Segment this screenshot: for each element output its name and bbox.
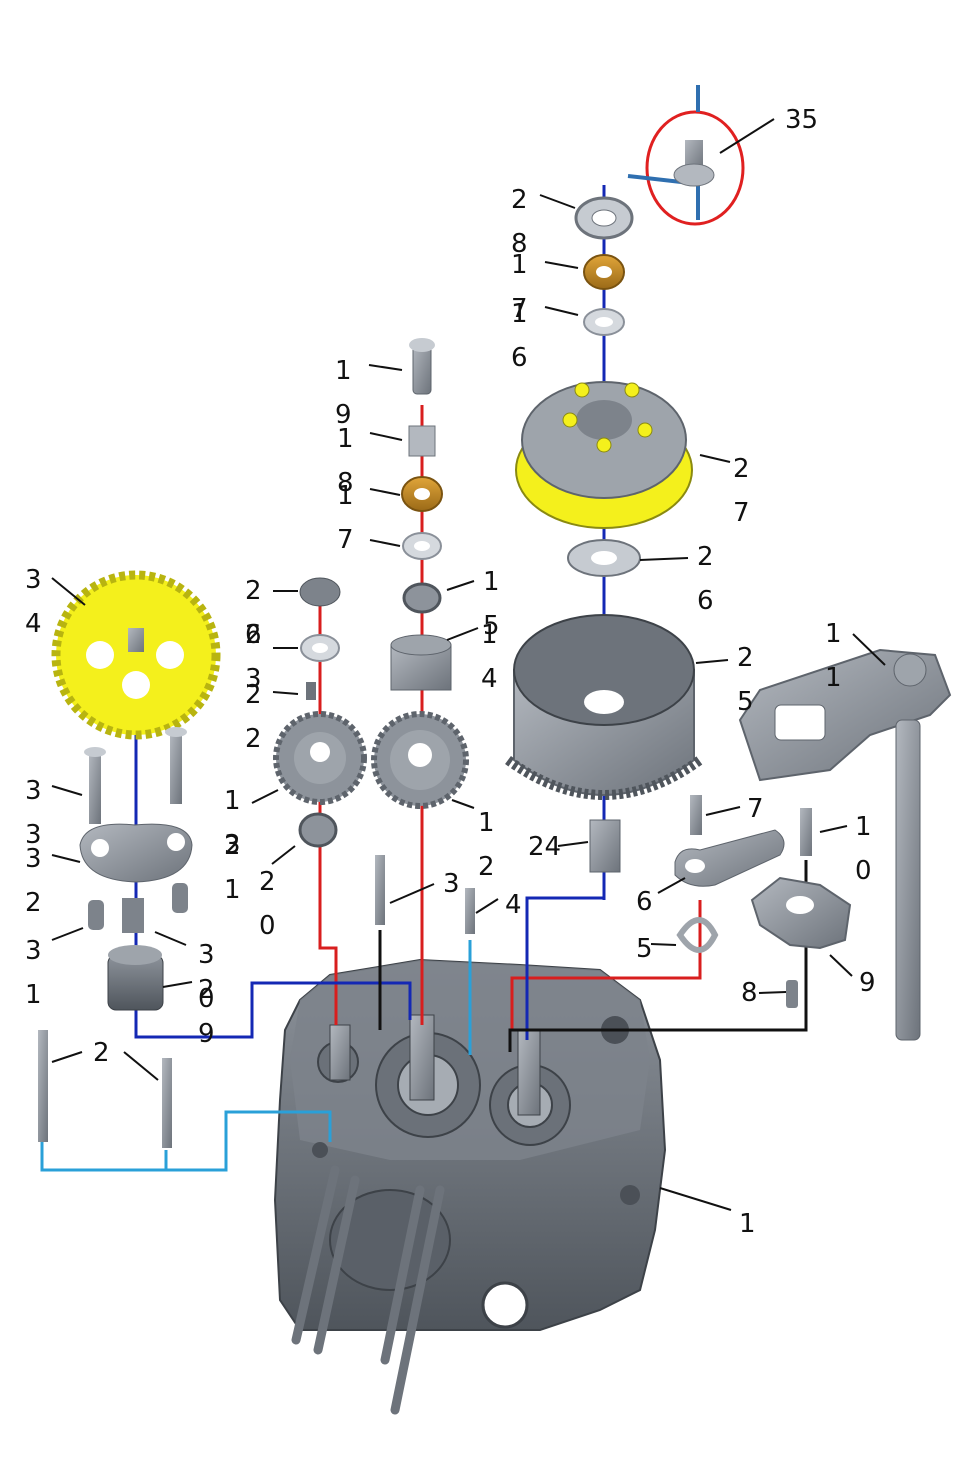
shift-lever-11 <box>738 648 952 782</box>
gearshaft-parts <box>371 338 469 809</box>
bolt-2b <box>162 1058 172 1148</box>
callout-5: 5 <box>636 934 653 964</box>
bolt-4 <box>465 888 475 934</box>
callout-35: 35 <box>785 105 819 135</box>
pin-22 <box>306 682 316 700</box>
callout-27: 2 7 <box>733 454 750 528</box>
callout-18: 1 8 <box>337 424 354 498</box>
axis-lightblue-bolts <box>40 1110 332 1172</box>
callout-2: 2 <box>93 1038 110 1068</box>
stopper-arm-6 <box>674 829 785 887</box>
nut-26 <box>299 577 341 607</box>
gear-34 <box>51 570 221 740</box>
ring-20 <box>298 812 338 848</box>
pin-31b <box>172 883 188 913</box>
axis-red-left <box>318 600 338 1025</box>
callout-29: 2 9 <box>198 975 215 1049</box>
screw-33b <box>170 732 182 804</box>
callout-16: 1 6 <box>511 299 528 373</box>
countershaft-parts <box>273 577 475 934</box>
callout-33: 3 3 <box>25 776 42 850</box>
oil-pump-parts <box>38 570 221 1148</box>
axis-blue-clutch-down <box>525 880 606 1040</box>
callout-25: 2 5 <box>737 643 754 717</box>
callout-17a: 1 7 <box>511 250 528 324</box>
callout-30: 3 0 <box>198 940 215 1014</box>
callout-4: 4 <box>505 890 522 920</box>
screw-33a <box>89 752 101 824</box>
bolt-2a <box>38 1030 48 1142</box>
shift-shaft <box>895 719 921 1041</box>
bolt-10 <box>800 808 812 856</box>
callout-11: 1 1 <box>825 619 842 693</box>
callout-21: 2 1 <box>224 831 241 905</box>
callout-17b: 1 7 <box>337 481 354 555</box>
highlight-circle-35 <box>627 85 745 226</box>
pin-8 <box>786 980 798 1008</box>
transmission-shafts <box>329 1014 541 1116</box>
clutch-parts <box>505 196 703 873</box>
callout-26a: 2 6 <box>245 576 262 650</box>
bolt-7 <box>690 795 702 835</box>
sleeve-24 <box>589 819 621 873</box>
callout-13: 1 3 <box>224 786 241 860</box>
callout-8: 8 <box>741 978 758 1008</box>
callout-26b: 2 6 <box>697 542 714 616</box>
callout-6: 6 <box>636 887 653 917</box>
pin-31a <box>88 900 104 930</box>
callout-12: 1 2 <box>478 808 495 882</box>
callout-20: 2 0 <box>259 867 276 941</box>
bolt-3 <box>375 855 385 925</box>
callout-14: 1 4 <box>481 620 498 694</box>
callout-24: 24 <box>528 832 562 862</box>
callout-10: 1 0 <box>855 812 872 886</box>
callout-9: 9 <box>859 968 876 998</box>
callout-28: 2 8 <box>511 185 528 259</box>
cylinder-studs <box>291 1165 445 1415</box>
callout-3: 3 <box>443 869 460 899</box>
callout-7: 7 <box>747 794 764 824</box>
spring-5 <box>676 917 719 953</box>
rotor-30 <box>122 898 144 933</box>
ring-15 <box>402 582 442 614</box>
spring-18 <box>408 425 436 457</box>
callout-19: 1 9 <box>335 356 352 430</box>
callout-32: 3 2 <box>25 844 42 918</box>
callout-23: 2 3 <box>245 620 262 694</box>
callout-31: 3 1 <box>25 936 42 1010</box>
callout-22: 2 2 <box>245 680 262 754</box>
callout-1: 1 <box>739 1209 756 1239</box>
axis-red-right <box>510 900 702 1030</box>
callout-15: 1 5 <box>483 567 500 641</box>
pump-cover-32 <box>79 823 193 883</box>
gearshift-parts <box>674 648 952 1041</box>
callout-34: 3 4 <box>25 565 42 639</box>
leader-lines <box>51 118 886 1211</box>
